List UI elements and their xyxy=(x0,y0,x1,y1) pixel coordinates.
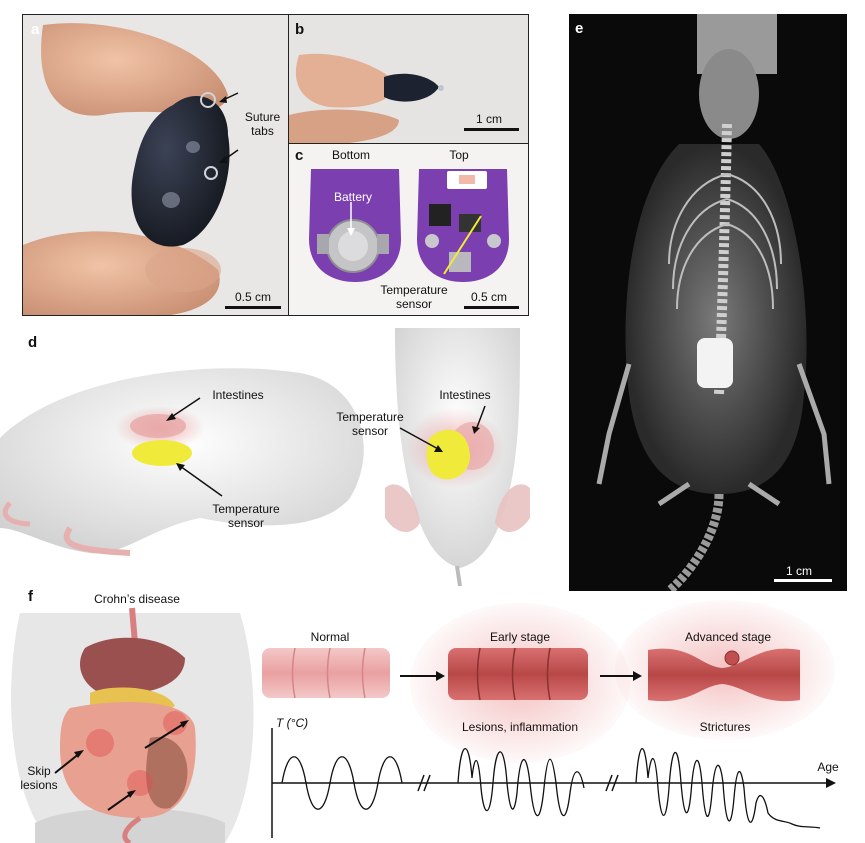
panel-e-label: e xyxy=(575,20,584,37)
implant-device xyxy=(384,73,439,102)
panel-a-photo xyxy=(23,23,239,315)
top-label: Top xyxy=(449,148,469,162)
intestines-front-label: Intestines xyxy=(439,388,491,402)
colon xyxy=(146,736,188,809)
sensor-side-label: Temperature sensor xyxy=(212,502,280,530)
early-stage-intestine xyxy=(448,648,588,700)
suture-tab xyxy=(200,92,216,108)
temperature-trace-early xyxy=(457,747,585,817)
panel-a-scale-text: 0.5 cm xyxy=(234,290,271,304)
temperature-sensor-label: Temperature sensor xyxy=(380,283,448,311)
crohns-disease-title: Crohn’s disease xyxy=(94,592,180,606)
chip xyxy=(429,204,451,226)
strictures-label: Strictures xyxy=(699,720,751,734)
implant-device xyxy=(131,96,230,247)
panel-f-label: f xyxy=(28,588,33,605)
panel-f: f Crohn’s disease Skip lesions Normal Ea… xyxy=(0,588,865,843)
panel-d-label: d xyxy=(28,334,38,351)
panel-c-scale-bar xyxy=(464,306,519,309)
intestines-side-label: Intestines xyxy=(212,388,264,402)
panel-b: b 1 cm xyxy=(288,14,529,144)
normal-label: Normal xyxy=(310,630,350,644)
early-stage-label: Early stage xyxy=(489,630,551,644)
panel-c-photo xyxy=(309,169,509,282)
panel-d: d Intestines Temperature sensor Temperat… xyxy=(0,328,565,586)
rat-body xyxy=(625,144,807,494)
panel-f-illustration xyxy=(11,600,836,843)
intestines-side xyxy=(130,414,186,438)
panel-e: e 1 cm xyxy=(569,14,847,591)
panel-c-label: c xyxy=(295,147,304,164)
finger-top xyxy=(295,53,395,108)
implant-in-xray xyxy=(697,338,733,388)
skip-lesions-label: Skip lesions xyxy=(20,764,58,792)
sensor-front xyxy=(426,429,470,480)
temperature-trace-normal xyxy=(281,756,403,810)
panel-b-scale-text: 1 cm xyxy=(475,112,502,126)
battery-label: Battery xyxy=(333,190,372,204)
panel-a: a Suture tabs 0.5 cm xyxy=(22,14,289,316)
sensor-side xyxy=(132,440,192,466)
panel-b-scale-bar xyxy=(464,128,519,131)
panel-b-label: b xyxy=(295,21,305,38)
normal-intestine xyxy=(262,648,390,698)
panel-a-scale-bar xyxy=(225,306,281,309)
suture-tabs-label: Suture tabs xyxy=(244,110,281,138)
sensor-front-label: Temperature sensor xyxy=(336,410,404,438)
upper-finger xyxy=(41,23,229,116)
advanced-stage-label: Advanced stage xyxy=(684,630,772,644)
panel-e-scale-bar xyxy=(774,579,832,582)
thumb xyxy=(289,109,399,143)
panel-e-xray xyxy=(596,14,832,591)
lesions-inflammation-label: Lesions, inflammation xyxy=(461,720,579,734)
x-axis-label: Age xyxy=(817,760,839,774)
panel-b-photo xyxy=(289,53,444,143)
y-axis-label: T (°C) xyxy=(276,716,309,730)
stomach-liver xyxy=(80,637,185,695)
advanced-stage-intestine xyxy=(648,648,800,702)
panel-c: c Bottom Top Battery Temperature sensor … xyxy=(288,143,529,316)
bottom-label: Bottom xyxy=(331,148,370,162)
panel-c-scale-text: 0.5 cm xyxy=(470,290,507,304)
panel-e-scale-text: 1 cm xyxy=(785,564,812,578)
suture-tab xyxy=(204,166,218,180)
panel-d-illustration xyxy=(0,328,530,586)
panel-a-label: a xyxy=(31,21,40,38)
temperature-trace-advanced xyxy=(635,747,821,829)
